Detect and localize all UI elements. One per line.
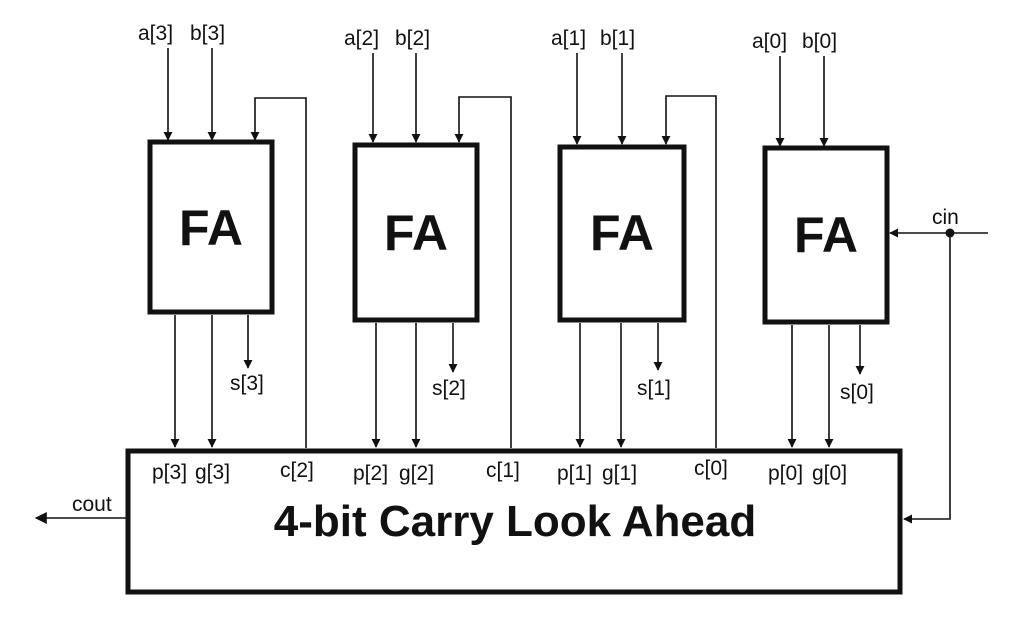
port-p3-label: p[3]: [152, 461, 187, 484]
wire-cin-to-cla: [903, 233, 951, 524]
fa-block-1: [557, 144, 687, 323]
wire-c2-carry: [250, 97, 307, 448]
full-adder-0: a[0] b[0] FA s[0]: [752, 30, 890, 448]
output-s3-label: s[3]: [230, 372, 264, 395]
carry-in: cin: [889, 206, 988, 524]
input-b2-label: b[2]: [395, 27, 430, 50]
input-a0-label: a[0]: [752, 30, 787, 53]
output-s0-label: s[0]: [840, 381, 874, 404]
port-c2-label: c[2]: [280, 459, 314, 482]
port-g0-label: g[0]: [812, 462, 847, 485]
full-adder-2: a[2] b[2] FA s[2]: [344, 27, 512, 448]
input-b0-label: b[0]: [802, 30, 837, 53]
port-g1-label: g[1]: [602, 462, 637, 485]
fa-label-0: FA: [794, 207, 858, 263]
carry-out: cout: [34, 493, 126, 524]
fa-label-1: FA: [590, 205, 654, 261]
cla-title: 4-bit Carry Look Ahead: [274, 497, 756, 546]
wire-c1-carry: [454, 96, 512, 448]
output-s2-label: s[2]: [432, 377, 466, 400]
cin-label: cin: [932, 206, 959, 229]
fa-block-2: [352, 142, 480, 323]
port-p1-label: p[1]: [557, 462, 592, 485]
port-c1-label: c[1]: [486, 459, 520, 482]
port-g2-label: g[2]: [399, 462, 434, 485]
full-adder-3: a[3] b[3] FA s[3]: [138, 22, 307, 448]
carry-lookahead-unit: p[3] g[3] c[2] p[2] g[2] c[1] p[1] g[1] …: [125, 448, 903, 595]
input-a1-label: a[1]: [551, 27, 586, 50]
port-p2-label: p[2]: [353, 462, 388, 485]
cout-label: cout: [72, 493, 112, 516]
input-b3-label: b[3]: [190, 22, 225, 45]
input-a3-label: a[3]: [138, 22, 173, 45]
fa-block-0: [762, 145, 890, 325]
fa-block-3: [147, 139, 275, 315]
port-p0-label: p[0]: [768, 462, 803, 485]
port-c0-label: c[0]: [694, 457, 728, 480]
fa-label-3: FA: [179, 200, 243, 256]
input-a2-label: a[2]: [344, 27, 379, 50]
input-b1-label: b[1]: [600, 27, 635, 50]
port-g3-label: g[3]: [195, 461, 230, 484]
wire-c0-carry: [661, 95, 717, 448]
full-adder-1: a[1] b[1] FA s[1]: [551, 27, 717, 448]
fa-label-2: FA: [384, 205, 448, 261]
cla-block: [125, 448, 903, 595]
output-s1-label: s[1]: [637, 377, 671, 400]
